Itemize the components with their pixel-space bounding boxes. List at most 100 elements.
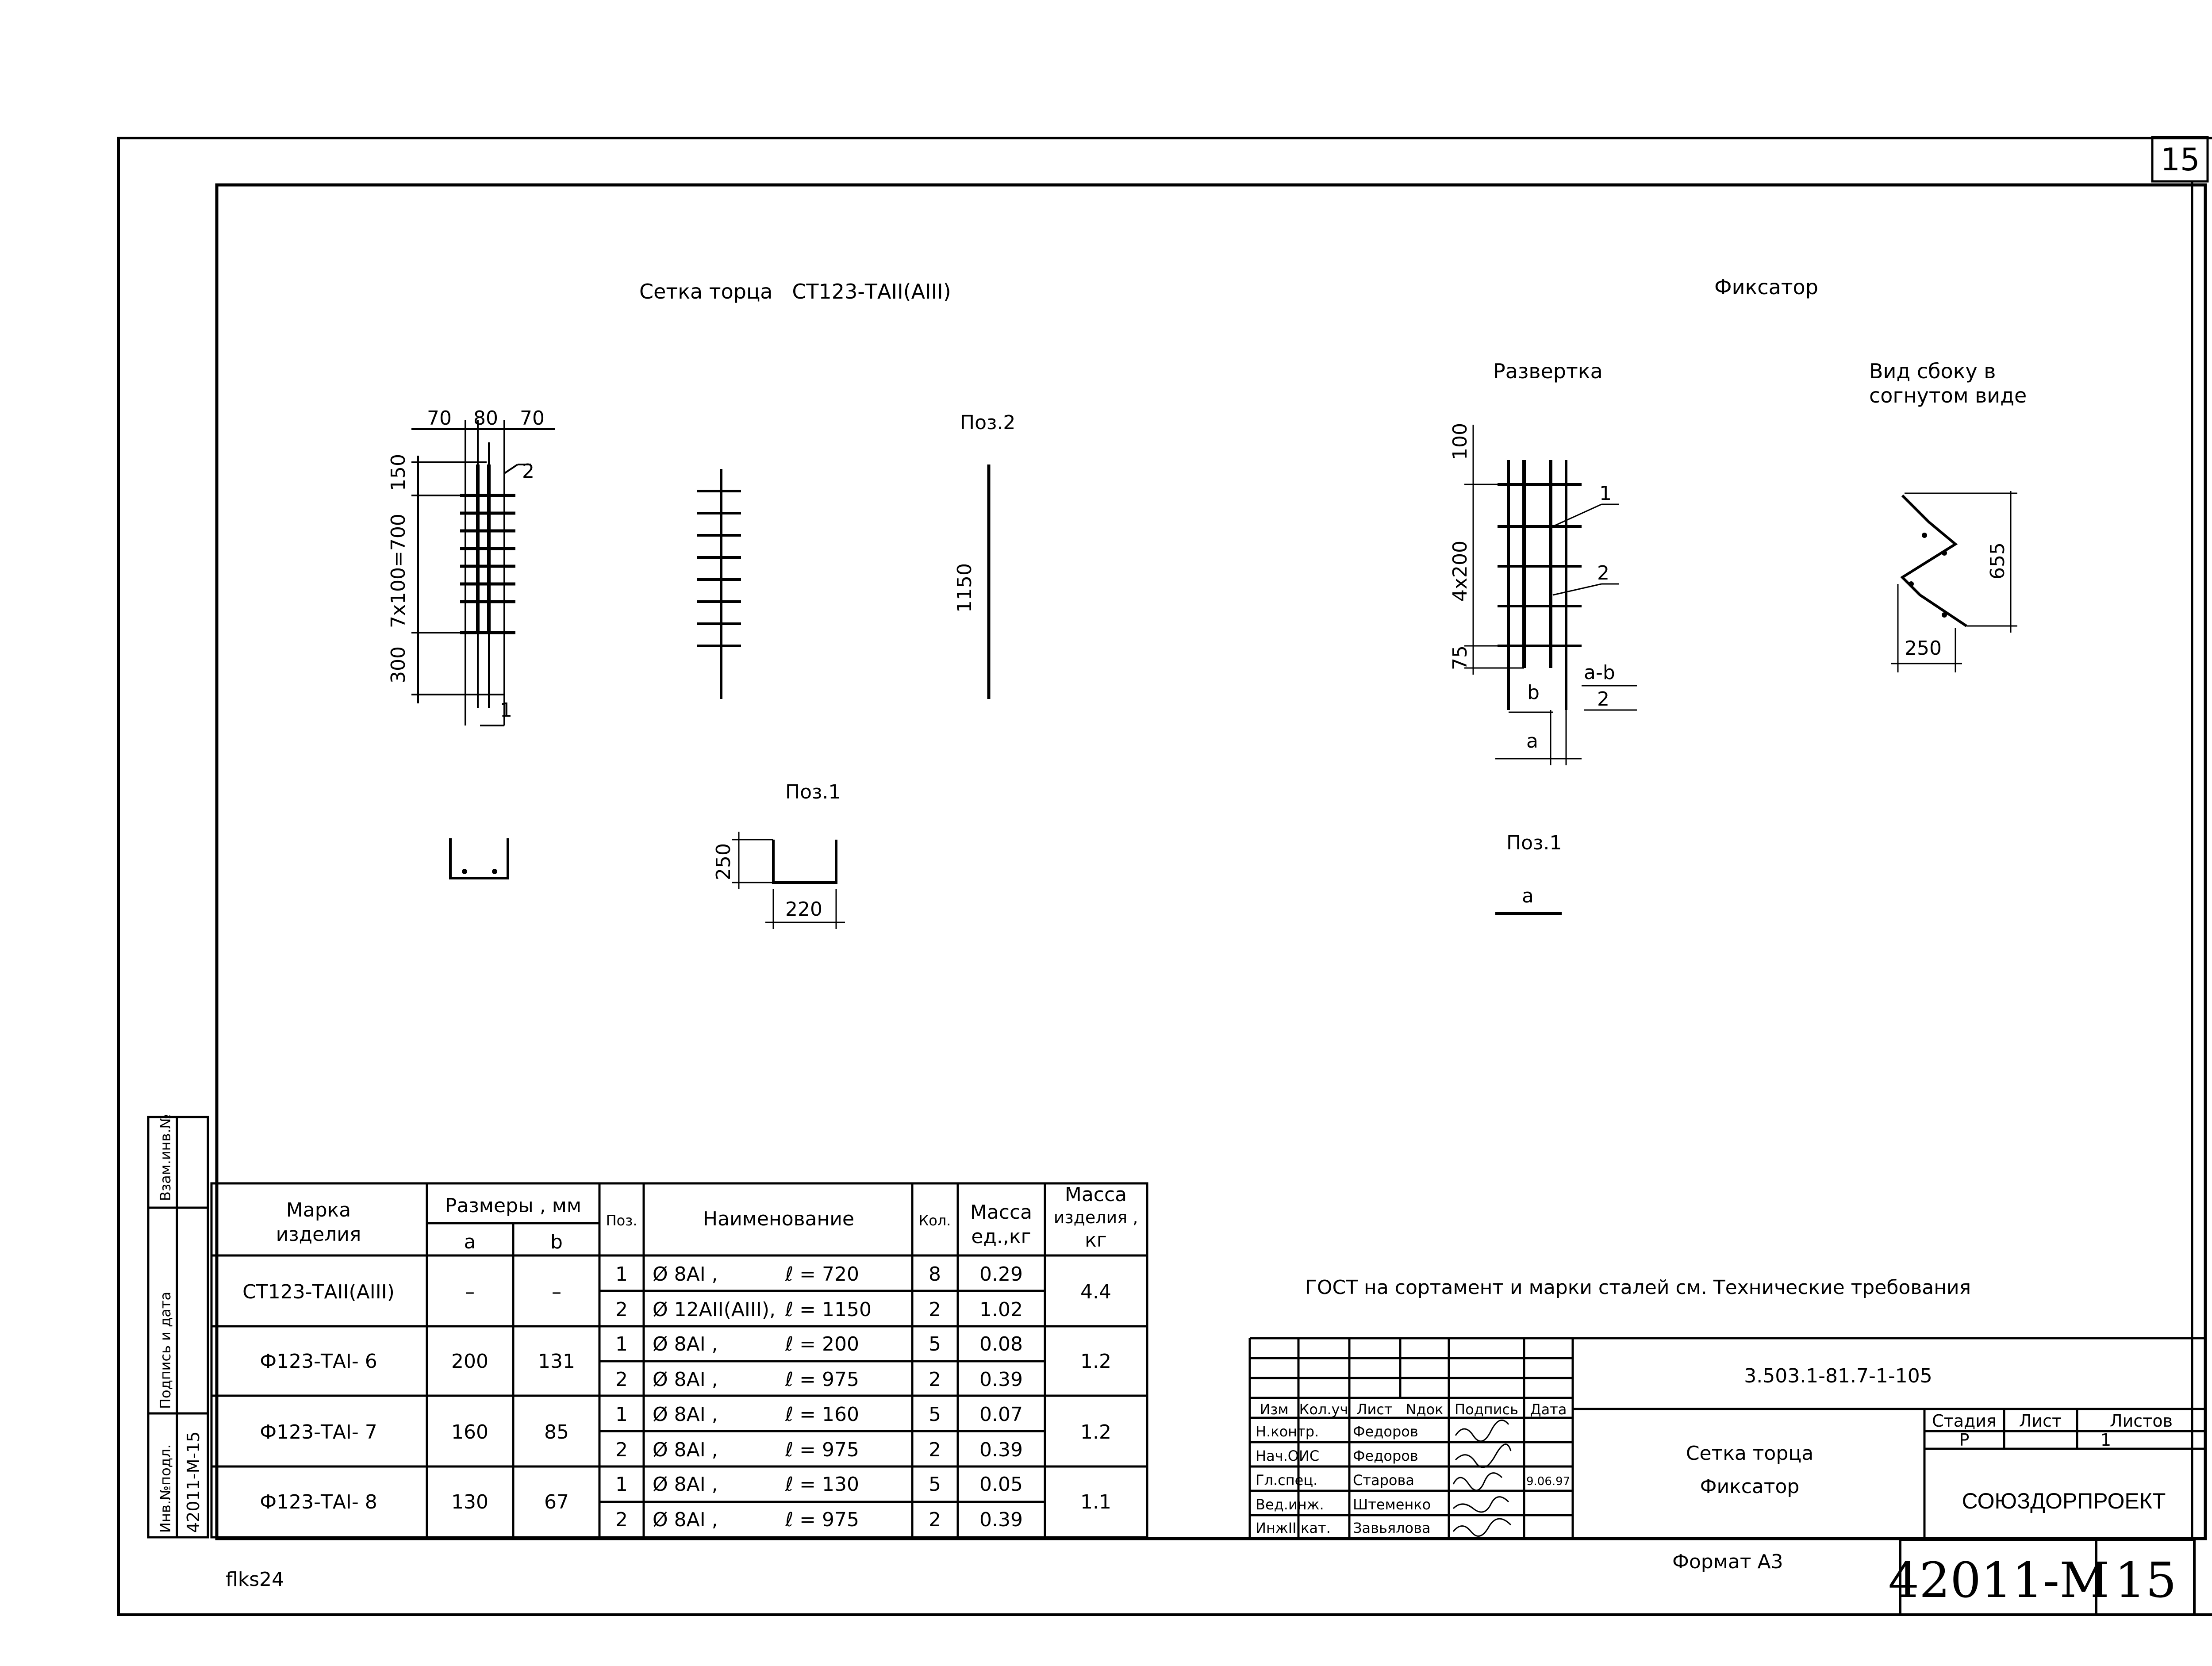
side-view-title-1: Вид сбоку в <box>1869 359 1996 383</box>
mesh-callout-1: 1 <box>500 699 512 722</box>
th-qty: Кол. <box>919 1212 951 1229</box>
row-pos: 2 <box>615 1509 628 1531</box>
row-len: ℓ = 160 <box>785 1403 859 1426</box>
th-b: b <box>550 1231 563 1253</box>
table-group-f8: Ф123-ТАI- 8 130 67 1.1 1 Ø 8АI , ℓ = 130… <box>260 1473 1111 1531</box>
fix-dim-two: 2 <box>1597 688 1609 710</box>
side-podpis: Подпись и дата <box>157 1292 174 1409</box>
table-group-st123: СТ123-ТАII(АIII) – – 4.4 1 Ø 8АI , ℓ = 7… <box>242 1263 1111 1321</box>
th-mass-unit: Масса <box>970 1201 1032 1224</box>
fix-callout-1: 1 <box>1599 482 1612 505</box>
file-code: flks24 <box>226 1568 284 1591</box>
mesh-title: Сетка торца СТ123-ТАII(АIII) <box>639 280 951 303</box>
pos1-width: 220 <box>785 898 822 921</box>
fix-dim-a: a <box>1526 730 1538 752</box>
row-mass: 0.39 <box>979 1439 1023 1461</box>
group-a: – <box>465 1281 475 1303</box>
tb-h-ndok: Nдок <box>1406 1401 1444 1418</box>
table-group-f6: Ф123-ТАI- 6 200 131 1.2 1 Ø 8АI , ℓ = 20… <box>260 1333 1111 1391</box>
tb-sheets-h: Листов <box>2110 1411 2173 1431</box>
group-mark: СТ123-ТАII(АIII) <box>242 1281 395 1303</box>
tb-role: Вед.инж. <box>1256 1496 1324 1513</box>
sheet-frame <box>117 136 2212 1616</box>
corner-sheet-number: 15 <box>2160 142 2200 178</box>
row-qty: 2 <box>929 1439 941 1461</box>
group-mark: Ф123-ТАI- 6 <box>260 1350 377 1373</box>
th-name: Наименование <box>703 1208 854 1230</box>
row-qty: 5 <box>929 1403 941 1426</box>
stamp-sheet: 15 <box>2115 1552 2177 1608</box>
tb-org: СОЮЗДОРПРОЕКТ <box>1962 1489 2166 1513</box>
tb-stage: Р <box>1959 1430 1970 1450</box>
th-sizes: Размеры , мм <box>445 1194 581 1217</box>
pos1-height: 250 <box>712 843 735 880</box>
group-a: 200 <box>451 1350 488 1373</box>
row-qty: 8 <box>929 1263 941 1286</box>
fix-callout-2: 2 <box>1597 562 1609 584</box>
fix-dim-4x200: 4х200 <box>1449 541 1471 602</box>
tb-name-1: Сетка торца <box>1686 1442 1813 1465</box>
row-qty: 5 <box>929 1473 941 1496</box>
tb-name: Федоров <box>1353 1447 1418 1464</box>
row-dia: Ø 8АI , <box>653 1509 718 1531</box>
row-dia: Ø 12АII(АIII), <box>653 1298 776 1321</box>
th-mass-item: Масса <box>1065 1183 1127 1206</box>
row-pos: 1 <box>615 1333 628 1355</box>
tb-stage-h: Стадия <box>1932 1411 1997 1431</box>
row-dia: Ø 8АI , <box>653 1368 718 1391</box>
row-dia: Ø 8АI , <box>653 1333 718 1355</box>
mesh-drawing <box>411 420 555 726</box>
side-vzam: Взам.инв.№ <box>157 1114 174 1201</box>
tb-date: 9.06.97 <box>1526 1475 1570 1488</box>
row-len: ℓ = 975 <box>785 1439 859 1461</box>
tb-sheets: 1 <box>2101 1430 2111 1450</box>
group-b: 67 <box>544 1491 569 1513</box>
row-pos: 1 <box>615 1473 628 1496</box>
row-qty: 2 <box>929 1298 941 1321</box>
format-label: Формат А3 <box>1672 1551 1783 1573</box>
group-mark: Ф123-ТАI- 8 <box>260 1491 377 1513</box>
fixator-title: Фиксатор <box>1714 275 1818 299</box>
th-pos: Поз. <box>606 1212 637 1229</box>
tb-name-2: Фиксатор <box>1700 1475 1800 1498</box>
group-b: 131 <box>538 1350 575 1373</box>
razvertka-title: Развертка <box>1493 359 1603 383</box>
row-qty: 2 <box>929 1368 941 1391</box>
tb-sheet-h: Лист <box>2019 1411 2062 1431</box>
mesh-dim-7x100: 7х100=700 <box>387 514 410 628</box>
fix-dim-100: 100 <box>1449 423 1471 460</box>
tb-role: Н.контр. <box>1256 1423 1319 1440</box>
fixator-razvertka <box>1464 425 1637 765</box>
tb-role: Гл.спец. <box>1256 1472 1317 1489</box>
fix-pos1-a: a <box>1522 885 1534 907</box>
pos1-shape-small <box>449 838 509 879</box>
row-dia: Ø 8АI , <box>653 1263 718 1286</box>
th-mass-item3: кг <box>1085 1229 1107 1251</box>
pos1-shape <box>772 840 837 884</box>
fix-dim-75: 75 <box>1449 645 1471 670</box>
group-mass: 4.4 <box>1080 1281 1111 1303</box>
tb-name: Старова <box>1353 1472 1414 1489</box>
row-mass: 0.08 <box>979 1333 1023 1355</box>
side-strip <box>147 1116 209 1539</box>
gost-note: ГОСТ на сортамент и марки сталей см. Тех… <box>1305 1276 1971 1299</box>
pos2-length: 1150 <box>953 563 976 613</box>
row-mass: 1.02 <box>979 1298 1023 1321</box>
signature-scribbles <box>1452 1420 1512 1537</box>
group-a: 130 <box>451 1491 488 1513</box>
row-pos: 1 <box>615 1263 628 1286</box>
tb-name: Федоров <box>1353 1423 1418 1440</box>
title-block <box>1248 1337 2205 1539</box>
row-len: ℓ = 720 <box>785 1263 859 1286</box>
tb-h-kol: Кол.уч <box>1299 1401 1348 1418</box>
row-len: ℓ = 1150 <box>785 1298 872 1321</box>
row-dia: Ø 8АI , <box>653 1403 718 1426</box>
row-mass: 0.07 <box>979 1403 1023 1426</box>
group-b: 85 <box>544 1421 569 1443</box>
mesh-dim-70-left: 70 <box>427 407 452 430</box>
side-dim-655: 655 <box>1986 542 2009 580</box>
fix-dim-amb: a-b <box>1584 661 1615 684</box>
row-qty: 5 <box>929 1333 941 1355</box>
tb-h-izm: Изм <box>1260 1401 1288 1418</box>
